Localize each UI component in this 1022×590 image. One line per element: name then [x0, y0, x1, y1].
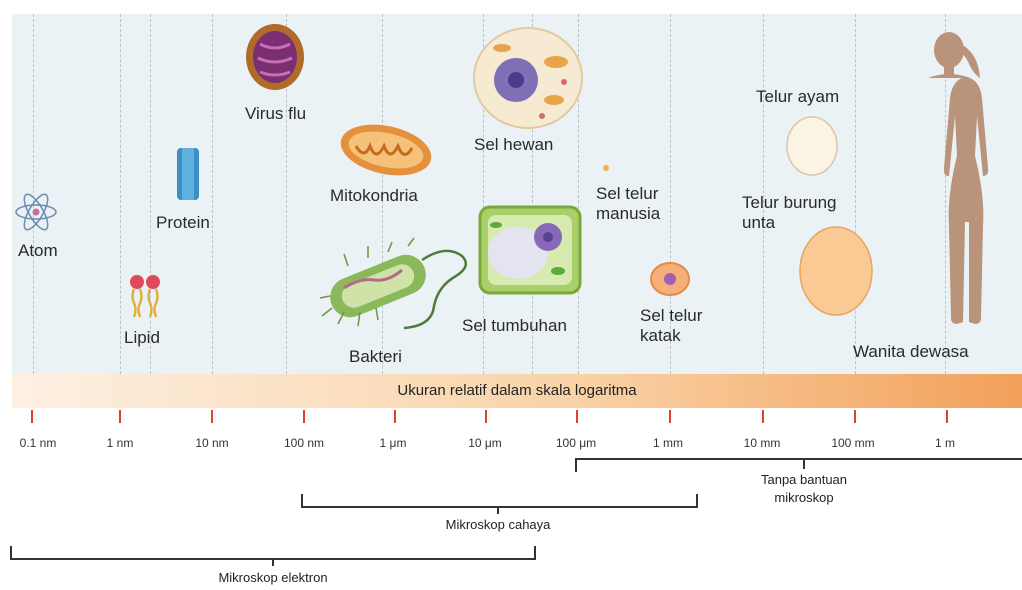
range-pointer — [803, 459, 805, 469]
protein-icon — [175, 146, 201, 202]
lipid-icon — [125, 272, 165, 320]
light-microscope-label: Mikroskop cahaya — [446, 516, 551, 534]
naked-eye-label: Tanpa bantuan mikroskop — [761, 471, 847, 506]
scale-title: Ukuran relatif dalam skala logaritma — [12, 382, 1022, 399]
log-scale-bar: Ukuran relatif dalam skala logaritma — [12, 374, 1022, 408]
bacteria-label: Bakteri — [349, 347, 402, 367]
woman-label: Wanita dewasa — [853, 342, 969, 362]
chicken-egg-label: Telur ayam — [756, 87, 839, 107]
bacteria-icon — [318, 238, 470, 342]
guide-line — [855, 14, 856, 374]
animal-cell-icon — [472, 26, 584, 130]
ostrich-egg-label: Telur burung unta — [742, 193, 837, 232]
scale-tick — [576, 410, 578, 423]
mitochondria-label: Mitokondria — [330, 186, 418, 206]
scale-tick — [211, 410, 213, 423]
animal-cell-label: Sel hewan — [474, 135, 553, 155]
tick-label: 10 μm — [468, 436, 502, 450]
tick-label: 100 μm — [556, 436, 596, 450]
tick-label: 0.1 nm — [20, 436, 57, 450]
scale-tick — [485, 410, 487, 423]
scale-tick — [669, 410, 671, 423]
ostrich-egg-icon — [798, 223, 874, 317]
tick-label: 10 nm — [195, 436, 228, 450]
tick-label: 1 nm — [107, 436, 134, 450]
scale-tick — [946, 410, 948, 423]
electron-microscope-label: Mikroskop elektron — [218, 569, 327, 587]
human-egg-label: Sel telur manusia — [596, 184, 660, 223]
guide-line — [150, 14, 151, 374]
scale-tick — [394, 410, 396, 423]
range-pointer — [497, 506, 499, 514]
scale-tick — [762, 410, 764, 423]
mitochondria-icon — [338, 120, 434, 180]
lipid-label: Lipid — [124, 328, 160, 348]
guide-line — [212, 14, 213, 374]
virus-label: Virus flu — [245, 104, 306, 124]
human-egg-icon — [601, 163, 611, 173]
frog-egg-label: Sel telur katak — [640, 306, 702, 345]
plant-cell-icon — [478, 205, 582, 295]
scale-tick — [31, 410, 33, 423]
tick-label: 100 mm — [831, 436, 874, 450]
light-microscope-range — [303, 506, 696, 508]
scale-tick — [854, 410, 856, 423]
atom-icon — [12, 188, 60, 236]
range-pointer — [272, 558, 274, 566]
tick-label: 1 μm — [380, 436, 407, 450]
naked-eye-range — [577, 458, 1022, 460]
tick-label: 1 mm — [653, 436, 683, 450]
scale-tick — [303, 410, 305, 423]
tick-label: 10 mm — [744, 436, 781, 450]
frog-egg-icon — [650, 262, 690, 296]
atom-label: Atom — [18, 241, 58, 261]
scale-tick — [119, 410, 121, 423]
woman-silhouette — [904, 26, 994, 336]
virus-icon — [244, 22, 306, 92]
tick-label: 1 m — [935, 436, 955, 450]
chicken-egg-icon — [785, 112, 839, 176]
plant-cell-label: Sel tumbuhan — [462, 316, 567, 336]
guide-line — [120, 14, 121, 374]
protein-label: Protein — [156, 213, 210, 233]
tick-label: 100 nm — [284, 436, 324, 450]
